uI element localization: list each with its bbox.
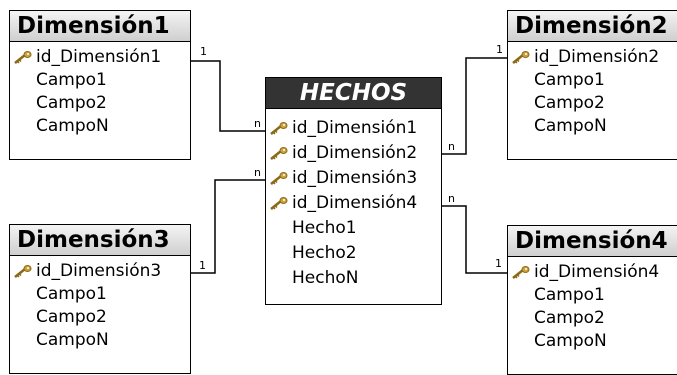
relationship-line-dim4 [441,205,508,274]
relationship-line-dim2 [441,57,508,155]
cardinality-one-dim2: 1 [496,43,503,56]
key-icon [270,122,288,135]
foreign-key-field: id_Dimensión4 [266,191,441,216]
primary-key-field: id_Dimensión1 [10,46,190,69]
key-icon [14,265,32,278]
table-dimension3[interactable]: Dimensión3 id_Dimensión3 Campo1 Campo2 C… [9,224,191,374]
field: Campo2 [534,308,605,328]
field-label: id_Dimensión4 [534,262,660,282]
cardinality-many-dim3: n [254,166,261,179]
field-label: id_Dimensión3 [36,261,162,281]
primary-key-field: id_Dimensión2 [508,46,677,69]
cardinality-one-dim1: 1 [200,45,207,58]
field-label: id_Dimensión2 [534,47,660,67]
relationship-line-dim3 [190,179,266,274]
cardinality-many-dim2: n [448,140,455,153]
field: Campo2 [534,93,605,113]
field: Hecho1 [292,218,357,238]
table-hechos[interactable]: HECHOS id_Dimensión1 id_Dimensión2 id_Di… [265,77,442,305]
key-icon [270,172,288,185]
table-dimension4[interactable]: Dimensión4 id_Dimensión4 Campo1 Campo2 C… [507,225,677,375]
cardinality-many-dim1: n [254,117,261,130]
cardinality-many-dim4: n [448,192,455,205]
key-icon [512,51,530,64]
table-title: Dimensión4 [508,226,677,257]
field: Campo1 [36,284,107,304]
primary-key-field: id_Dimensión3 [10,260,190,283]
field: Hecho2 [292,243,357,263]
field: Campo2 [36,307,107,327]
field: CampoN [36,330,109,350]
field: HechoN [292,268,359,288]
relationship-line-dim1 [190,60,266,132]
cardinality-one-dim3: 1 [199,259,206,272]
field: Campo1 [36,70,107,90]
field-label: id_Dimensión2 [292,143,418,163]
field: Campo2 [36,93,107,113]
cardinality-one-dim4: 1 [495,257,502,270]
field-label: id_Dimensión4 [292,193,418,213]
field: Campo1 [534,70,605,90]
table-dimension1[interactable]: Dimensión1 id_Dimensión1 Campo1 Campo2 C… [9,10,191,160]
key-icon [512,266,530,279]
field-label: id_Dimensión3 [292,168,418,188]
table-dimension2[interactable]: Dimensión2 id_Dimensión2 Campo1 Campo2 C… [507,10,677,160]
field-label: id_Dimensión1 [292,118,418,138]
foreign-key-field: id_Dimensión3 [266,166,441,191]
foreign-key-field: id_Dimensión1 [266,116,441,141]
table-title: Dimensión2 [508,11,677,42]
table-title: Dimensión3 [10,225,190,256]
field-label: id_Dimensión1 [36,47,162,67]
key-icon [14,51,32,64]
primary-key-field: id_Dimensión4 [508,261,677,284]
table-title: HECHOS [266,78,441,109]
field: CampoN [36,116,109,136]
key-icon [270,197,288,210]
key-icon [270,147,288,160]
field: CampoN [534,116,607,136]
table-title: Dimensión1 [10,11,190,42]
field: Campo1 [534,285,605,305]
foreign-key-field: id_Dimensión2 [266,141,441,166]
field: CampoN [534,331,607,351]
